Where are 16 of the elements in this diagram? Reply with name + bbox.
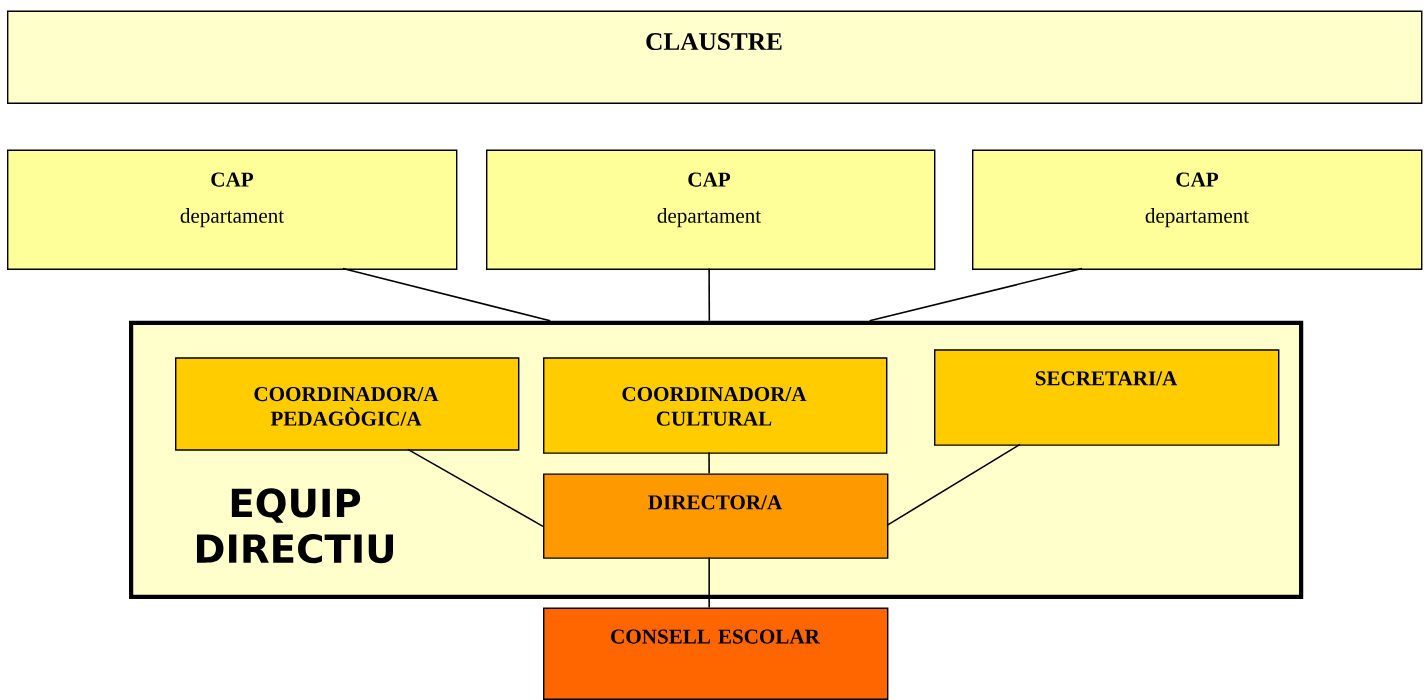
connector-line xyxy=(708,556,710,609)
org-box: COORDINADOR/A PEDAGÒGIC/A xyxy=(175,357,520,451)
connector-line xyxy=(708,451,710,475)
org-box: CLAUSTRE xyxy=(7,10,1423,104)
org-box: CAP departament xyxy=(972,149,1423,270)
org-box: CAP departament xyxy=(486,149,936,270)
connector-line xyxy=(708,267,711,322)
org-box: CAP departament xyxy=(7,149,458,270)
org-box: DIRECTOR/A xyxy=(543,473,889,559)
connector-line xyxy=(868,267,1083,322)
org-box: COORDINADOR/A CULTURAL xyxy=(543,357,888,454)
connector-line xyxy=(407,448,544,528)
org-box: SECRETARI/A xyxy=(934,349,1280,446)
connector-line xyxy=(342,267,551,322)
org-box: CONSELL ESCOLAR xyxy=(543,607,889,700)
connector-line xyxy=(886,443,1021,527)
